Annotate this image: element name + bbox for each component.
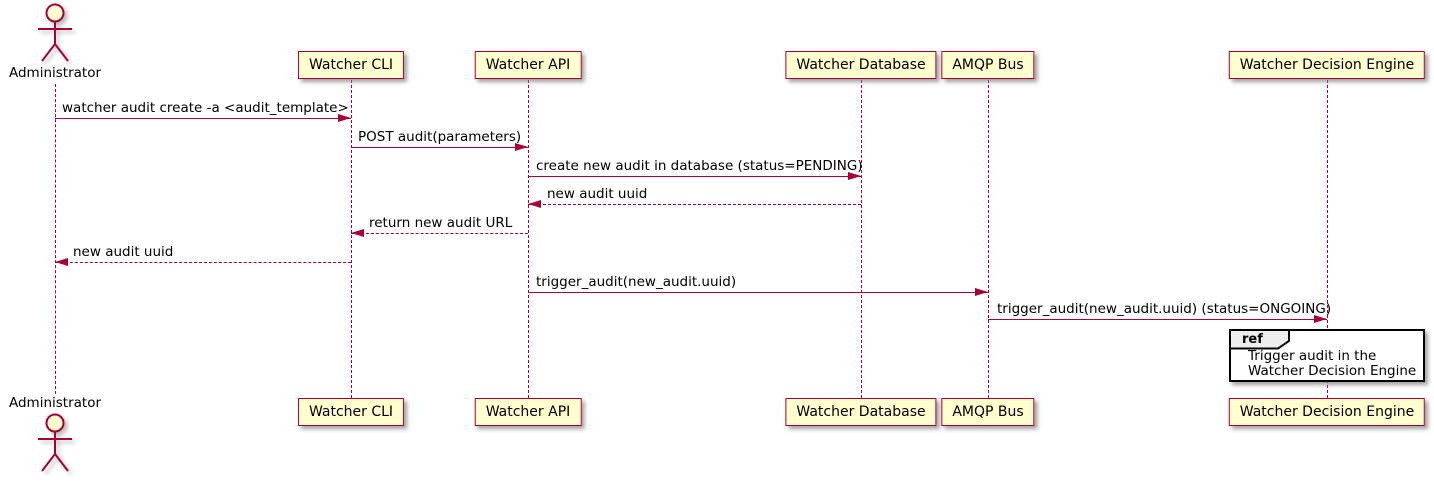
- message-8-label: trigger_audit(new_audit.uuid) (status=ON…: [997, 301, 1332, 317]
- lifeline-watcher-api: [528, 80, 529, 398]
- message-1-line: [55, 118, 351, 119]
- participant-box-watcher-api-bottom: Watcher API: [474, 398, 582, 426]
- message-4-label: new audit uuid: [547, 186, 648, 202]
- message-1-arrowhead-icon: [338, 113, 351, 122]
- message-5-line: [351, 233, 528, 234]
- message-7-arrowhead-icon: [975, 287, 988, 296]
- ref-tab-icon: [1229, 329, 1290, 350]
- participant-box-amqp-bus-bottom: AMQP Bus: [941, 398, 1035, 426]
- administrator-actor-icon: [38, 3, 72, 62]
- message-5-label: return new audit URL: [369, 215, 513, 231]
- message-2-arrowhead-icon: [515, 142, 528, 151]
- message-8-line: [988, 319, 1327, 320]
- message-6-line: [55, 262, 351, 263]
- participant-box-amqp-bus-top: AMQP Bus: [941, 51, 1035, 79]
- message-5-arrowhead-icon: [351, 228, 364, 237]
- lifeline-watcher-database: [861, 80, 862, 398]
- participant-box-watcher-api-top: Watcher API: [474, 51, 582, 79]
- lifeline-administrator: [55, 84, 56, 394]
- message-8-arrowhead-icon: [1314, 314, 1327, 323]
- message-4-arrowhead-icon: [528, 199, 541, 208]
- participant-box-watcher-cli-top: Watcher CLI: [297, 51, 405, 79]
- administrator-actor-icon-bottom: [38, 413, 72, 472]
- message-3-label: create new audit in database (status=PEN…: [536, 158, 863, 174]
- lifeline-watcher-decision-engine: [1327, 80, 1328, 398]
- participant-box-watcher-database-bottom: Watcher Database: [785, 398, 937, 426]
- participant-box-watcher-decision-engine-top: Watcher Decision Engine: [1228, 51, 1426, 79]
- message-4-line: [528, 204, 861, 205]
- participant-box-watcher-decision-engine-bottom: Watcher Decision Engine: [1228, 398, 1426, 426]
- message-3-line: [528, 176, 861, 177]
- message-2-label: POST audit(parameters): [358, 129, 522, 145]
- message-6-arrowhead-icon: [55, 257, 68, 266]
- participant-box-watcher-database-top: Watcher Database: [785, 51, 937, 79]
- administrator-label-bottom: Administrator: [8, 395, 102, 411]
- message-6-label: new audit uuid: [73, 244, 174, 260]
- ref-text-line-2: Watcher Decision Engine: [1248, 363, 1417, 379]
- lifeline-amqp-bus: [988, 80, 989, 398]
- ref-keyword: ref: [1242, 332, 1263, 347]
- message-2-line: [351, 147, 528, 148]
- lifeline-watcher-cli: [351, 80, 352, 398]
- participant-box-watcher-cli-bottom: Watcher CLI: [297, 398, 405, 426]
- ref-fragment: ref Trigger audit in the Watcher Decisio…: [1229, 329, 1425, 382]
- administrator-label-top: Administrator: [8, 65, 102, 81]
- message-7-label: trigger_audit(new_audit.uuid): [536, 274, 737, 290]
- message-1-label: watcher audit create -a <audit_template>: [62, 100, 349, 116]
- message-7-line: [528, 292, 988, 293]
- message-3-arrowhead-icon: [848, 171, 861, 180]
- ref-text-line-1: Trigger audit in the: [1248, 348, 1377, 364]
